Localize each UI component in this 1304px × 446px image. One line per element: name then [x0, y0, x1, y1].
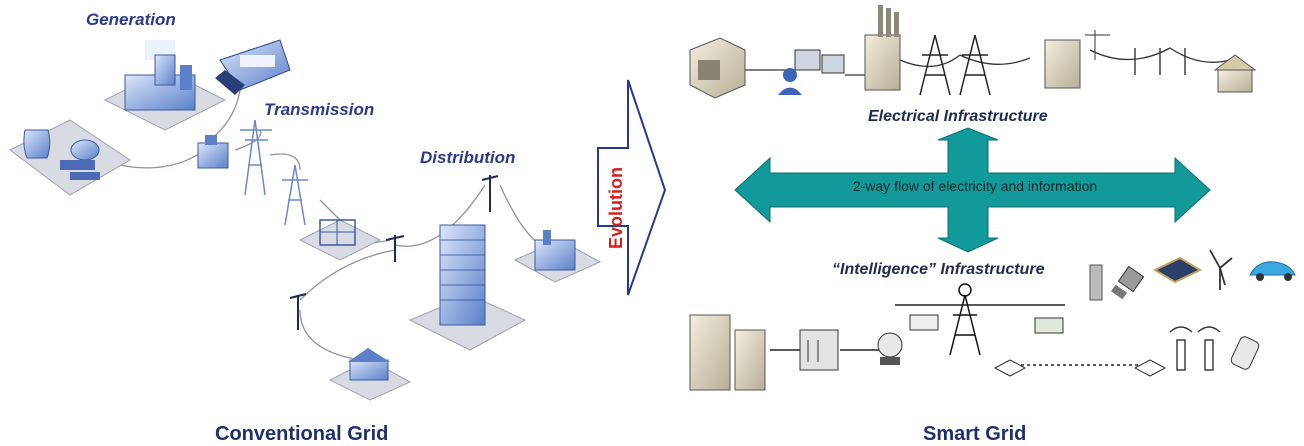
evolution-label: Evolution	[605, 167, 626, 249]
nuclear-plant-icon	[9, 119, 131, 196]
two-way-flow-arrow	[734, 127, 1211, 253]
power-plant-icon	[103, 40, 227, 131]
generation-label: Generation	[86, 10, 176, 29]
router-icon	[909, 314, 1064, 334]
smart-grid-caption: Smart Grid	[923, 423, 1027, 445]
server-building-icon	[689, 37, 746, 99]
transmission-label: Transmission	[264, 100, 375, 119]
intelligence-infrastructure-label: “Intelligence” Infrastructure	[832, 261, 1045, 278]
communication-lines	[770, 304, 1140, 366]
factory-icon	[513, 230, 602, 283]
satellite-dish-icon	[877, 332, 903, 365]
smart-meter-icon	[1089, 264, 1103, 301]
modem-icon	[993, 359, 1167, 377]
two-way-flow-label: 2-way flow of electricity and informatio…	[852, 178, 1098, 194]
evolution-arrow	[597, 79, 667, 296]
transmission-tower-icon	[240, 119, 308, 226]
substation-icon	[197, 135, 229, 169]
poles-icon	[1134, 48, 1186, 75]
comm-tower-icon	[949, 283, 981, 356]
skyscraper-icon	[408, 224, 527, 351]
solar-panel-icon	[1152, 256, 1203, 284]
utility-pole-icon	[289, 175, 499, 330]
transmission-tower-right-icon	[919, 34, 991, 96]
home-icon	[1213, 54, 1257, 93]
house-icon	[328, 348, 412, 401]
electrical-infrastructure-label: Electrical Infrastructure	[868, 108, 1048, 125]
operator-workstation-icon	[778, 49, 845, 95]
network-switch-icon	[799, 329, 839, 371]
conventional-grid-caption: Conventional Grid	[215, 423, 389, 445]
mobile-phone-icon	[1230, 336, 1260, 370]
electric-car-icon	[1249, 261, 1296, 281]
distribution-substation-icon	[298, 219, 382, 261]
server-rack-icon	[689, 314, 766, 391]
generation-plant-icon	[864, 5, 901, 91]
distribution-label: Distribution	[420, 148, 516, 167]
wireless-antenna-icon	[1169, 326, 1221, 371]
substation-right-icon	[1044, 30, 1110, 89]
hydro-dam-icon	[215, 39, 291, 95]
satellite-icon	[1110, 265, 1145, 300]
wind-turbine-icon	[1209, 249, 1233, 290]
